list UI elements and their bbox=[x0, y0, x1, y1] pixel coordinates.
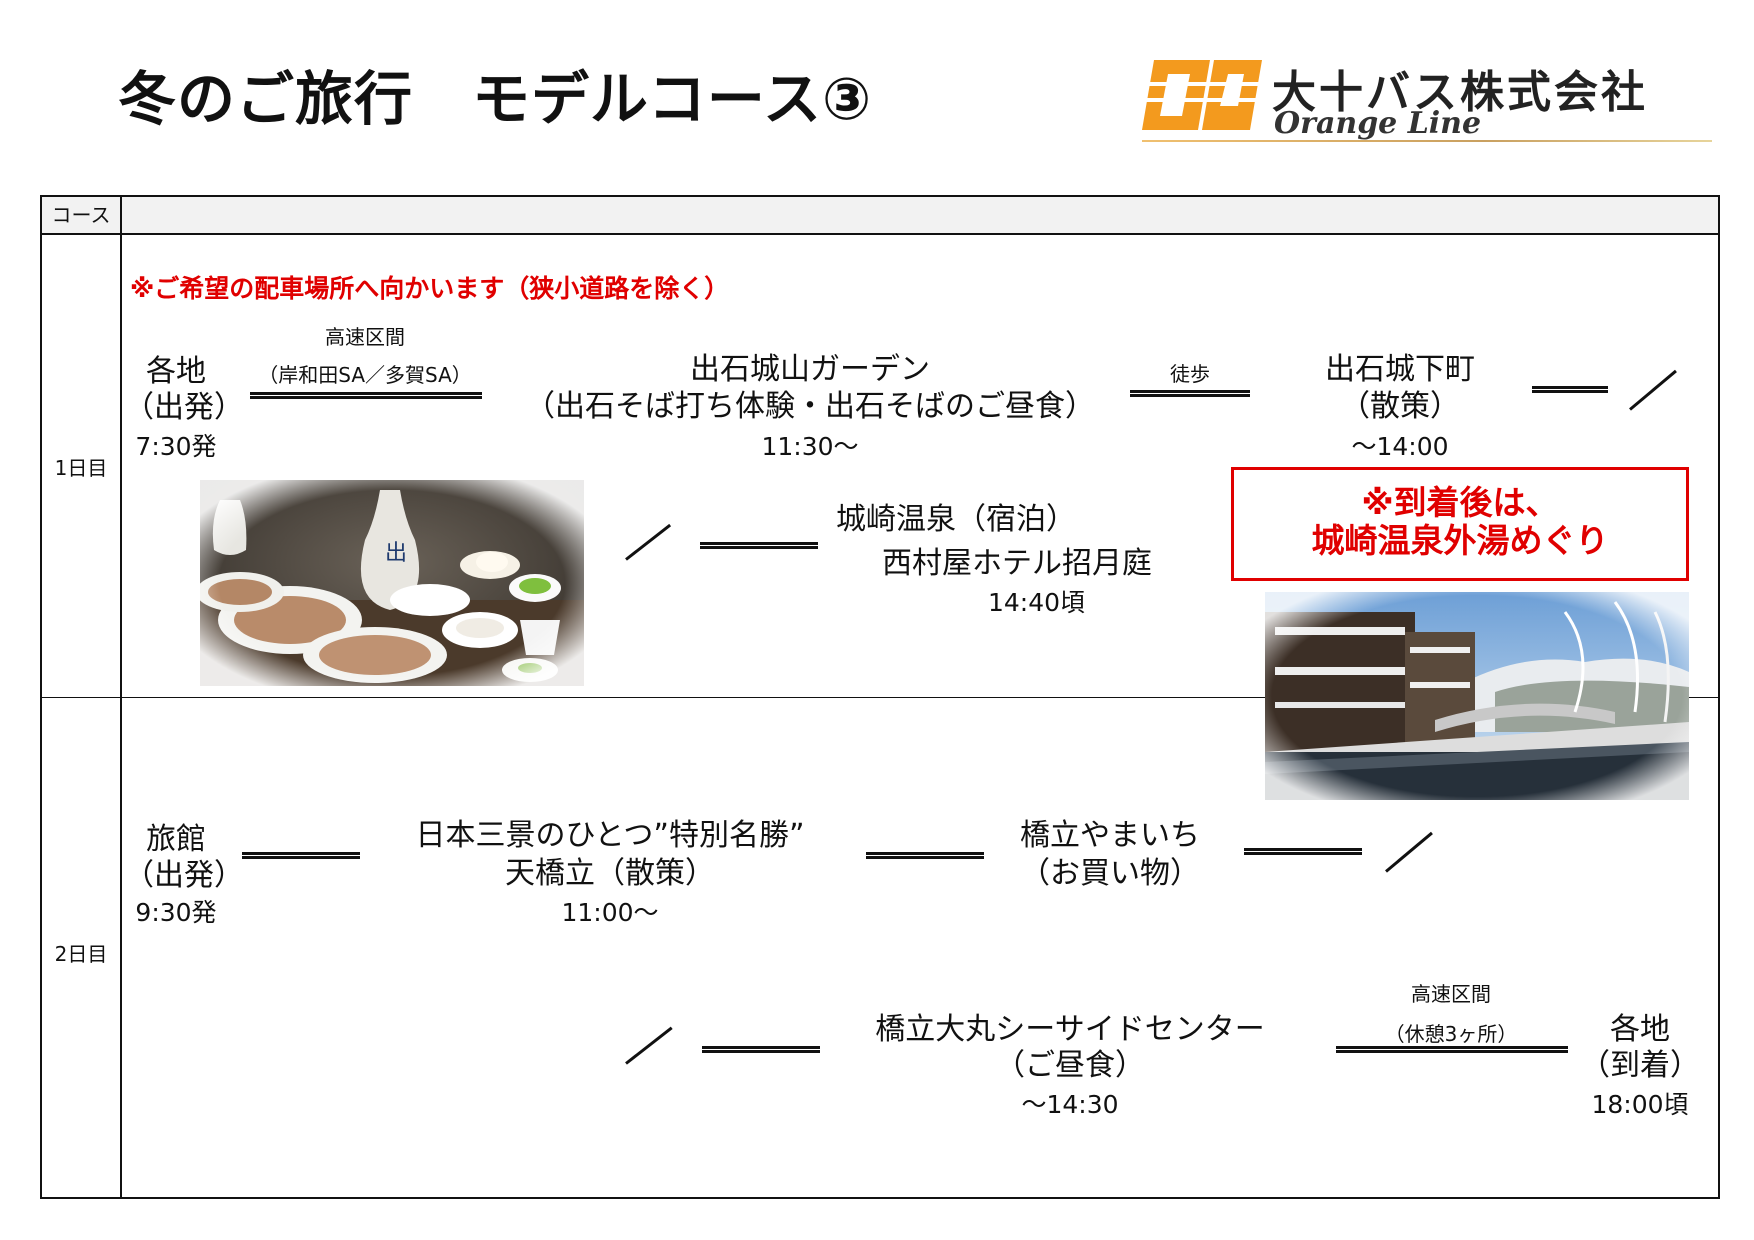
day2-end-name: 各地 bbox=[1610, 1012, 1670, 1047]
logo-subtitle: Orange Line bbox=[1274, 106, 1482, 141]
yamaichi-sub: （お買い物） bbox=[1020, 856, 1200, 891]
garden-name: 出石城山ガーデン bbox=[690, 352, 930, 387]
table-label-divider bbox=[120, 195, 122, 1199]
kinosaki-onsen-photo bbox=[1265, 592, 1689, 800]
inn-name: 城崎温泉（宿泊） bbox=[836, 502, 1076, 537]
route-connector bbox=[250, 392, 482, 399]
dj-logo-mark-icon bbox=[1142, 60, 1262, 130]
day2-start-sub: （出発） bbox=[124, 858, 244, 893]
table-border-right bbox=[1718, 195, 1720, 1199]
town-name: 出石城下町 bbox=[1325, 352, 1475, 387]
route-connector bbox=[242, 852, 360, 859]
day1-start-name: 各地 bbox=[146, 354, 206, 389]
hw2-label: 高速区間 bbox=[1411, 982, 1491, 1006]
daimaru-time: ～14:30 bbox=[1021, 1090, 1119, 1119]
onsen-callout-line1: ※到着後は、 bbox=[1361, 483, 1559, 522]
garden-sub: （出石そば打ち体験・出石そばのご昼食） bbox=[525, 389, 1095, 424]
amano-sub: 天橋立（散策） bbox=[505, 856, 715, 891]
day1-start-sub: （出発） bbox=[124, 390, 244, 425]
yamaichi-name: 橋立やまいち bbox=[1020, 818, 1200, 853]
amano-name: 日本三景のひとつ”特別名勝” bbox=[415, 818, 805, 853]
table-border-bottom bbox=[40, 1197, 1720, 1199]
route-connector bbox=[1532, 386, 1608, 393]
garden-time: 11:30～ bbox=[761, 432, 859, 461]
table-header-divider bbox=[40, 233, 1720, 235]
route-connector bbox=[700, 542, 818, 549]
town-time: ～14:00 bbox=[1351, 432, 1449, 461]
inn-sub: 西村屋ホテル招月庭 bbox=[882, 546, 1152, 581]
day2-label: 2日目 bbox=[54, 942, 108, 966]
route-continue-slash bbox=[1385, 831, 1433, 873]
onsen-callout-line2: 城崎温泉外湯めぐり bbox=[1311, 521, 1609, 560]
day1-label: 1日目 bbox=[54, 456, 108, 480]
table-header-row bbox=[41, 196, 1719, 234]
route-connector bbox=[866, 852, 984, 859]
route-connector bbox=[702, 1046, 820, 1053]
table-day-divider bbox=[40, 697, 1720, 698]
daimaru-sub: （ご昼食） bbox=[995, 1048, 1145, 1083]
daimaru-name: 橋立大丸シーサイドセンター bbox=[875, 1012, 1265, 1047]
inn-time: 14:40頃 bbox=[988, 588, 1086, 617]
soba-photo: 出 bbox=[200, 480, 584, 686]
onsen-callout: ※到着後は、 城崎温泉外湯めぐり bbox=[1231, 467, 1689, 581]
company-logo: 大十バス株式会社 Orange Line bbox=[1140, 48, 1720, 148]
hw2-sub: （休憩3ヶ所） bbox=[1384, 1022, 1518, 1046]
route-continue-slash bbox=[625, 523, 672, 561]
route-connector bbox=[1244, 848, 1362, 855]
logo-company-name: 大十バス株式会社 bbox=[1272, 67, 1648, 118]
day1-start-time: 7:30発 bbox=[135, 432, 217, 461]
table-border-top bbox=[40, 195, 1720, 197]
table-border-left bbox=[40, 195, 42, 1199]
town-sub: （散策） bbox=[1340, 389, 1460, 424]
day2-start-name: 旅館 bbox=[146, 822, 206, 857]
amano-time: 11:00～ bbox=[561, 898, 659, 927]
route-continue-slash bbox=[1629, 369, 1677, 411]
route-connector bbox=[1336, 1046, 1568, 1053]
route-continue-slash bbox=[625, 1026, 673, 1065]
route-connector bbox=[1130, 390, 1250, 397]
walk-label: 徒歩 bbox=[1170, 362, 1210, 386]
logo-underline bbox=[1142, 140, 1712, 142]
course-label: コース bbox=[51, 203, 111, 227]
day2-end-sub: （到着） bbox=[1580, 1048, 1700, 1083]
hw1-label: 高速区間 bbox=[325, 325, 405, 349]
day2-end-time: 18:00頃 bbox=[1591, 1090, 1689, 1119]
pickup-notice: ※ご希望の配車場所へ向かいます（狭小道路を除く） bbox=[130, 274, 730, 303]
day2-start-time: 9:30発 bbox=[135, 898, 217, 927]
page-title: 冬のご旅行 モデルコース③ bbox=[118, 65, 873, 133]
hw1-sub: （岸和田SA／多賀SA） bbox=[258, 363, 472, 387]
